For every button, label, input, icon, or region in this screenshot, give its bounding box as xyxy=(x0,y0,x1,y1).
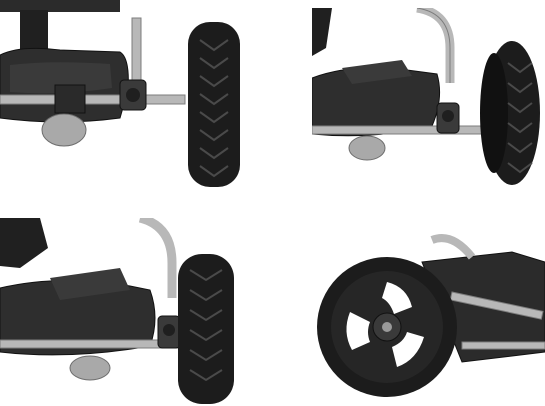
chrome-strut xyxy=(138,218,177,298)
tire-tread xyxy=(189,269,223,382)
under-hub xyxy=(41,113,87,147)
frame-top-bar xyxy=(0,0,120,12)
frame-post xyxy=(312,8,332,56)
frame-tray xyxy=(10,62,112,94)
panel-wheel-sliding xyxy=(312,8,545,190)
axle-tube xyxy=(312,125,503,135)
tire-tread xyxy=(199,39,229,178)
axle-tube xyxy=(0,94,186,105)
tire-rim xyxy=(480,53,508,173)
illustration-wheel-rear-view xyxy=(317,234,545,397)
illustration-wheel-detached xyxy=(0,0,240,187)
axle-bracket xyxy=(54,84,86,114)
axle-tube-lower xyxy=(461,341,545,350)
under-hub xyxy=(69,355,111,381)
frame-tray xyxy=(50,268,130,300)
tire-side xyxy=(178,254,234,404)
axle-bolt xyxy=(442,110,454,122)
illustration-wheel-sliding xyxy=(312,8,540,185)
rim-cutouts xyxy=(346,282,424,367)
panel-wheel-detached xyxy=(0,0,250,195)
axle-bolt xyxy=(126,88,140,102)
frame-tray xyxy=(342,60,412,84)
chrome-strut xyxy=(131,17,142,89)
frame-post xyxy=(0,218,48,268)
panel-wheel-rear-view xyxy=(312,232,545,406)
panel-wheel-mounted xyxy=(0,218,250,406)
chrome-strut xyxy=(430,234,476,260)
under-hub xyxy=(348,135,386,161)
axle-bolt xyxy=(163,324,175,336)
axle-tube xyxy=(449,291,544,320)
hub-cap xyxy=(382,322,392,332)
illustration-wheel-mounted xyxy=(0,218,234,404)
tire-tread xyxy=(507,62,533,174)
